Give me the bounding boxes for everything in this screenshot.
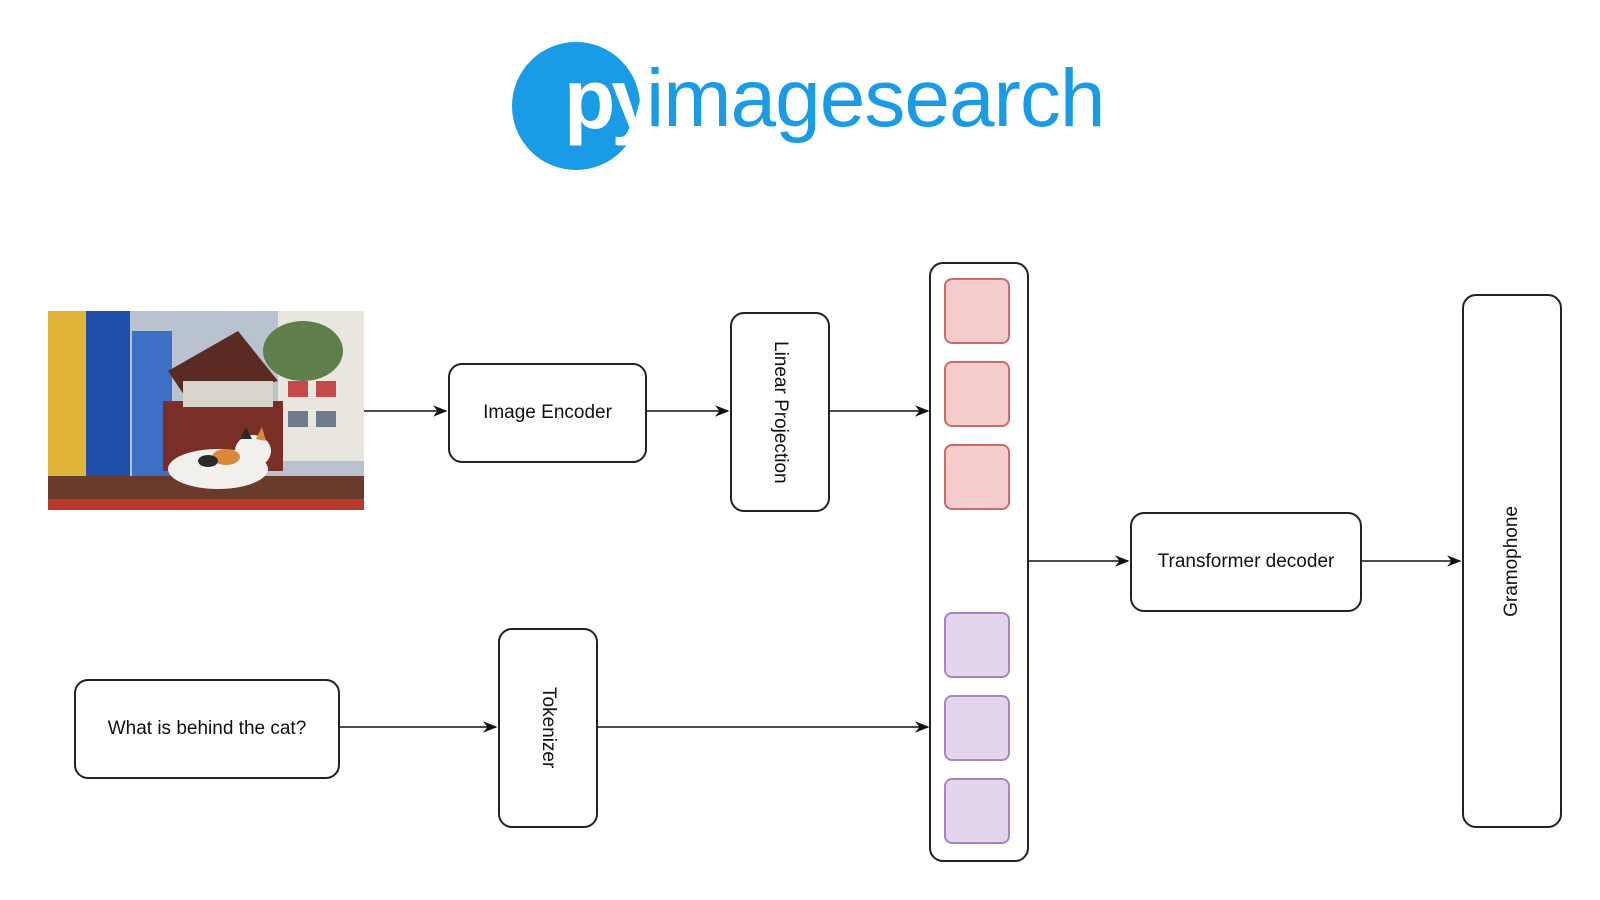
tokenizer-box: Tokenizer [498,628,598,828]
output-label: Gramophone [1501,505,1522,617]
question-label: What is behind the cat? [107,718,307,739]
embedding-sequence [929,262,1029,862]
image-token [944,278,1010,344]
logo-circle [512,42,640,170]
logo-py-text: py [564,52,658,146]
text-token [944,695,1010,761]
image-token [944,361,1010,427]
image-encoder-box: Image Encoder [448,363,647,463]
logo-brand-text: imagesearch [646,53,1105,144]
image-token [944,444,1010,510]
linear-projection-box: Linear Projection [730,312,830,512]
transformer-decoder-label: Transformer decoder [1157,551,1335,572]
text-token [944,612,1010,678]
cat-photo [48,311,364,510]
cat-photo-icon [48,311,364,510]
pyimagesearch-logo: py imagesearch [512,40,1112,170]
linear-projection-label: Linear Projection [770,340,791,484]
transformer-decoder-box: Transformer decoder [1130,512,1362,612]
image-encoder-label: Image Encoder [483,402,612,423]
question-box: What is behind the cat? [74,679,340,779]
output-box: Gramophone [1462,294,1562,828]
tokenizer-label: Tokenizer [538,687,559,769]
text-token [944,778,1010,844]
